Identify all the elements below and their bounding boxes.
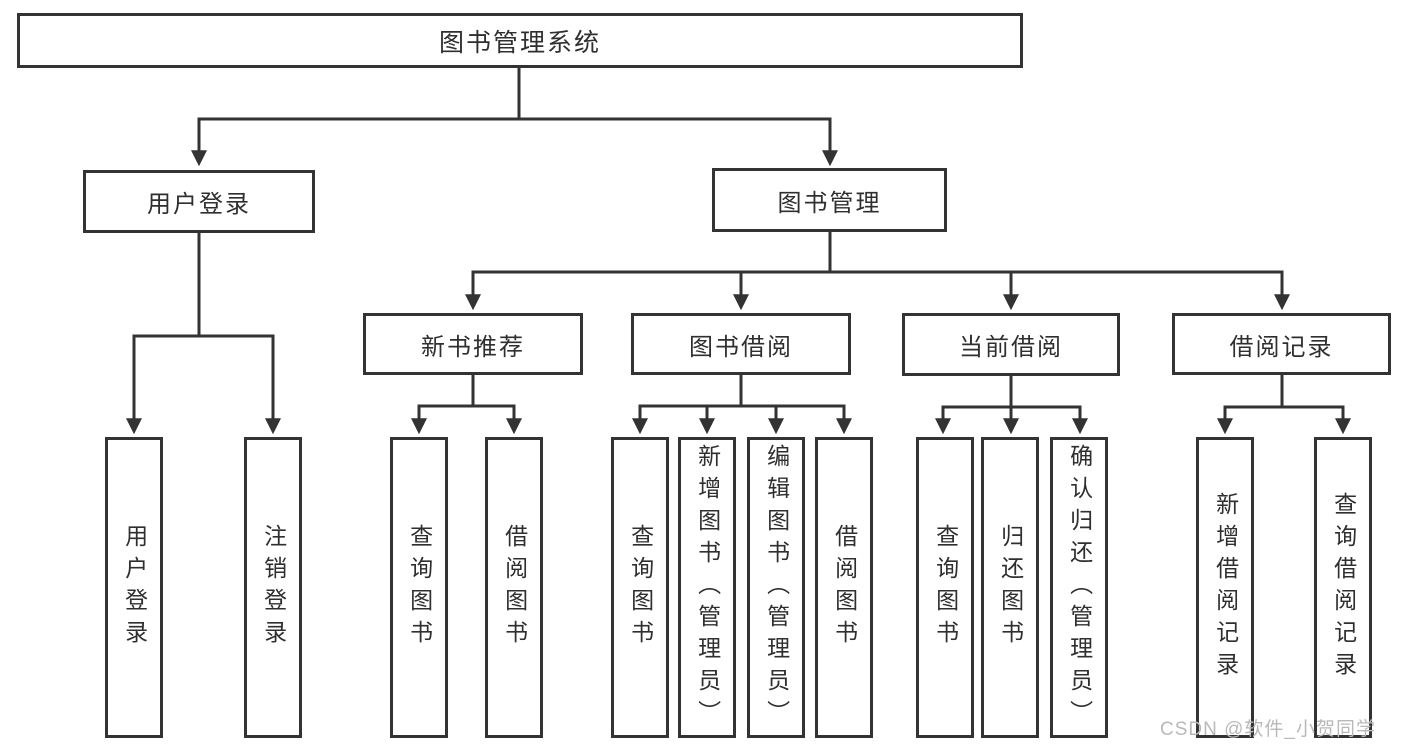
leaf-cb-return-books: 归还图书 (981, 437, 1039, 738)
node-user-login-label: 用户登录 (147, 191, 251, 218)
node-borrow-records: 借阅记录 (1172, 313, 1391, 375)
leaf-br-add-record-label: 新增借阅记录 (1212, 491, 1239, 684)
leaf-cb-return-books-label: 归还图书 (997, 523, 1024, 652)
leaf-br-query-record-label: 查询借阅记录 (1330, 491, 1357, 684)
leaf-cb-query-books-label: 查询图书 (932, 523, 959, 652)
node-book-management: 图书管理 (712, 168, 947, 232)
node-new-book-recommend: 新书推荐 (363, 313, 583, 375)
connector-book-mgmt-split (471, 230, 1284, 274)
leaf-bb-query-books-label: 查询图书 (627, 523, 654, 652)
leaf-rec-query-books: 查询图书 (390, 437, 448, 738)
connector-book-borrow-split (638, 373, 846, 408)
leaf-rec-query-books-label: 查询图书 (406, 523, 433, 652)
csdn-watermark: CSDN @软件_小贺同学 (1160, 719, 1376, 740)
node-new-book-recommend-label: 新书推荐 (421, 333, 525, 361)
node-borrow-records-label: 借阅记录 (1229, 333, 1334, 361)
node-current-borrowing-label: 当前借阅 (959, 334, 1063, 361)
leaf-cb-confirm-return-admin-label: 确认归还（管理员） (1066, 443, 1093, 732)
leaf-br-add-record: 新增借阅记录 (1196, 437, 1254, 738)
node-book-management-label: 图书管理 (777, 189, 882, 217)
connector-borrow-records-split (1223, 373, 1345, 409)
connector-new-book-split (417, 373, 516, 408)
leaf-bb-query-books: 查询图书 (611, 437, 669, 738)
leaf-cb-query-books: 查询图书 (916, 437, 974, 738)
connector-current-borrow-split (941, 374, 1082, 409)
leaf-bb-edit-books-admin-label: 编辑图书（管理员） (763, 443, 790, 732)
connector-user-login-split (132, 231, 275, 338)
leaf-user-login: 用户登录 (105, 437, 163, 738)
leaf-bb-borrow-books: 借阅图书 (815, 437, 873, 738)
leaf-cb-confirm-return-admin: 确认归还（管理员） (1050, 437, 1108, 738)
leaf-logout-label: 注销登录 (260, 523, 287, 652)
node-root: 图书管理系统 (17, 13, 1023, 68)
leaf-bb-add-books-admin: 新增图书（管理员） (678, 437, 736, 738)
leaf-bb-borrow-books-label: 借阅图书 (831, 523, 858, 652)
leaf-logout: 注销登录 (244, 437, 302, 738)
node-root-label: 图书管理系统 (438, 28, 601, 57)
leaf-rec-borrow-books: 借阅图书 (485, 437, 543, 738)
node-book-borrowing-label: 图书借阅 (689, 333, 793, 361)
leaf-rec-borrow-books-label: 借阅图书 (501, 523, 528, 652)
node-user-login: 用户登录 (83, 170, 315, 233)
leaf-user-login-label: 用户登录 (121, 523, 148, 652)
connector-root-to-level1 (197, 66, 832, 121)
leaf-br-query-record: 查询借阅记录 (1314, 437, 1372, 738)
node-current-borrowing: 当前借阅 (902, 313, 1120, 376)
leaf-bb-edit-books-admin: 编辑图书（管理员） (747, 437, 805, 738)
leaf-bb-add-books-admin-label: 新增图书（管理员） (694, 443, 721, 732)
node-book-borrowing: 图书借阅 (631, 313, 851, 375)
